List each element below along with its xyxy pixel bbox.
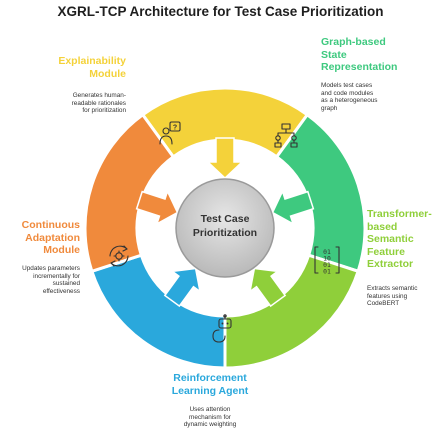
transformer-extractor-title: Transformer- based Semantic Feature Extr…	[367, 208, 432, 270]
robot-head-icon	[212, 314, 232, 343]
hierarchy-icon	[274, 123, 298, 148]
graph-representation-title: Graph-based State Representation	[321, 36, 398, 73]
transformer-arrow	[248, 267, 287, 308]
cycle-gear-icon	[109, 245, 129, 267]
svg-text:10: 10	[323, 255, 331, 263]
center-label-line1: Test Case	[201, 213, 250, 225]
svg-text:01: 01	[323, 248, 331, 256]
graph-representation-description: Models test cases and code modules as a …	[321, 82, 378, 112]
diagram-title: XGRL-TCP Architecture for Test Case Prio…	[57, 4, 384, 19]
explainability-title: Explainability Module	[58, 55, 126, 80]
continuous-adaptation-description: Updates parameters incrementally for sus…	[22, 265, 80, 295]
graph-arrow	[271, 189, 315, 226]
center-label-line2: Prioritization	[193, 227, 257, 239]
person-question-icon: ?	[159, 121, 181, 145]
reinforcement-arrow	[163, 267, 202, 308]
explainability-arrow	[206, 137, 244, 180]
transformer-extractor-description: Extracts semantic features using CodeBER…	[367, 285, 418, 308]
center-hub	[175, 178, 275, 278]
svg-text:01: 01	[323, 268, 331, 276]
explainability-description: Generates human- readable rationales for…	[71, 92, 126, 115]
continuous-arrow	[135, 189, 179, 226]
svg-text:01: 01	[323, 261, 331, 269]
reinforcement-agent-description: Uses attention mechanism for dynamic wei…	[183, 406, 237, 429]
continuous-adaptation-title: Continuous Adaptation Module	[21, 219, 80, 256]
reinforcement-agent-title: Reinforcement Learning Agent	[171, 372, 249, 397]
svg-text:?: ?	[173, 125, 177, 132]
binary-icon: 01 10 01 01	[314, 246, 340, 276]
